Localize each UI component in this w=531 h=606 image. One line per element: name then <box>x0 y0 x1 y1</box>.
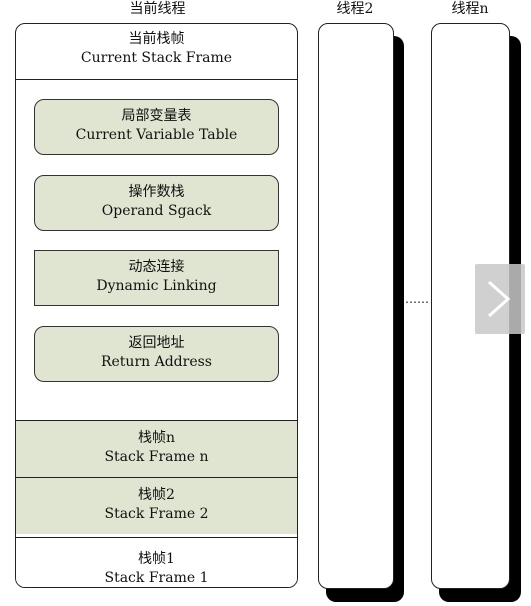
return-address-zh: 返回地址 <box>128 335 185 351</box>
stack-frame-2-zh: 栈帧2 <box>138 487 175 503</box>
next-arrow-button[interactable] <box>475 264 525 334</box>
thread2-box <box>318 23 394 589</box>
operand-stack-en: Operand Sgack <box>101 203 212 219</box>
stack-frame-1-en: Stack Frame 1 <box>104 570 209 586</box>
stack-frame-n: 栈帧n Stack Frame n <box>16 420 297 477</box>
dynamic-linking-zh: 动态连接 <box>128 259 185 275</box>
threadn-title: 线程n <box>451 1 489 17</box>
stack-frame-2-en: Stack Frame 2 <box>104 506 209 522</box>
dynamic-linking-en: Dynamic Linking <box>96 278 217 294</box>
local-variable-table-en: Current Variable Table <box>75 127 238 143</box>
current-thread-title: 当前线程 <box>129 1 186 17</box>
between-threads-ellipsis: …… <box>405 292 429 306</box>
stack-frame-1: 栈帧1 Stack Frame 1 <box>16 537 297 587</box>
stack-frame-n-zh: 栈帧n <box>137 430 176 446</box>
return-address-en: Return Address <box>100 354 212 370</box>
current-frame-zh: 当前栈帧 <box>128 31 185 47</box>
operand-stack-box: 操作数栈 Operand Sgack <box>34 175 279 231</box>
stack-frame-n-en: Stack Frame n <box>104 449 209 465</box>
current-frame-en: Current Stack Frame <box>80 50 233 66</box>
local-variable-table-zh: 局部变量表 <box>121 108 192 124</box>
chevron-right-icon <box>487 280 511 318</box>
current-thread-box: 当前栈帧 Current Stack Frame 局部变量表 Current V… <box>15 23 298 588</box>
stack-frame-2: 栈帧2 Stack Frame 2 <box>16 477 297 534</box>
dynamic-linking-box: 动态连接 Dynamic Linking <box>34 250 279 306</box>
operand-stack-zh: 操作数栈 <box>128 184 185 200</box>
current-stack-frame-header: 当前栈帧 Current Stack Frame <box>16 24 297 80</box>
return-address-box: 返回地址 Return Address <box>34 326 279 382</box>
stack-frame-1-zh: 栈帧1 <box>138 551 175 567</box>
local-variable-table-box: 局部变量表 Current Variable Table <box>34 99 279 155</box>
thread2-title: 线程2 <box>336 1 374 17</box>
